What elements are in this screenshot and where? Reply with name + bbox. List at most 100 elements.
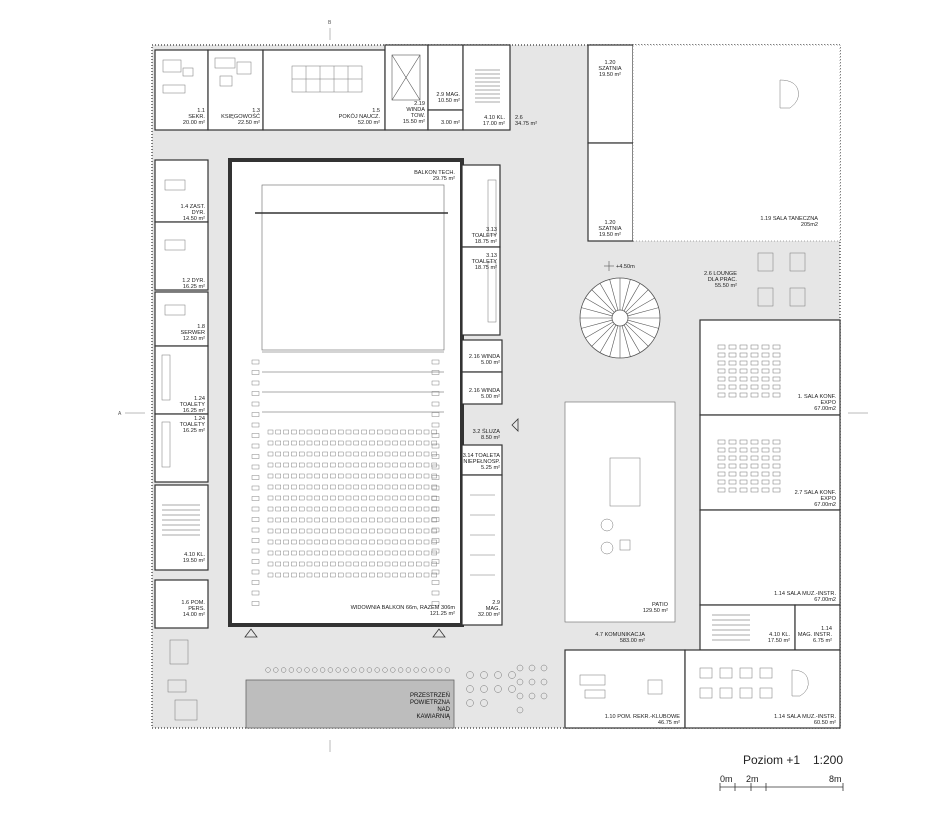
room-1-6-pom-pers	[154, 579, 209, 629]
patio	[564, 401, 676, 623]
conference-seats	[717, 344, 781, 493]
room-1-14-mag-instr	[794, 604, 841, 651]
label-level-mark: +4.50m	[616, 264, 635, 270]
lounge-tables	[757, 252, 806, 307]
room-1-sala-konf-expo	[699, 319, 841, 416]
room-3-13-toalety-b	[461, 246, 501, 336]
exit-triangle-right-icon	[432, 628, 446, 638]
room-1-8-serwer	[154, 291, 209, 347]
furniture-table-1-5	[291, 65, 363, 93]
stairs-left	[162, 504, 200, 536]
winda-tow-shaft	[391, 54, 421, 101]
room-1-4-zast-dyr	[154, 159, 209, 223]
furniture-klubowe	[579, 674, 663, 699]
patio-table	[609, 457, 641, 507]
label-balkon: BALKON TECH.29.75 m²	[414, 170, 455, 182]
room-1-20-szatnia-top	[587, 44, 634, 144]
patio-furniture	[600, 518, 631, 555]
drawing-level-title: Poziom +1	[743, 753, 800, 767]
room-1-14-sala-muz-instr	[699, 509, 841, 606]
room-3-14-toaleta	[461, 444, 503, 476]
label-4-10-top: 4.10 KL.17.00 m²	[483, 115, 506, 127]
exit-triangle-left-icon	[244, 628, 258, 638]
room-1-24-toalety-b	[154, 413, 209, 483]
room-4-10-kl-left	[154, 484, 209, 571]
room-1-20-szatnia-bottom	[587, 142, 634, 242]
room-1-24-toalety-a	[154, 345, 209, 415]
scale-bar-label-0: 0m	[720, 774, 733, 784]
auditorium-seats	[251, 359, 440, 606]
label-4-10-right: 4.10 KL.17.50 m²	[768, 632, 791, 644]
furniture-muz-bottom	[699, 667, 809, 699]
room-4-10-kl-top	[462, 44, 511, 131]
piano-icon	[779, 79, 799, 109]
label-4-10-left: 4.10 KL.19.50 m²	[183, 552, 206, 564]
level-mark-icon	[604, 261, 614, 271]
label-1-14-b: 1.14 SALA MUZ.-INSTR.60.50 m²	[774, 714, 836, 726]
label-1-2: 1.2 DYR.16.25 m²	[182, 278, 205, 290]
furniture-left	[161, 179, 186, 468]
furniture-toalety	[487, 179, 497, 323]
room-2-7-sala-konf-expo	[699, 414, 841, 511]
room-1-3-ksiegowosc	[207, 49, 264, 131]
section-mark-b: B	[328, 20, 332, 26]
room-1-19-sala-taneczna	[632, 44, 841, 242]
room-2-9-mag	[427, 44, 464, 111]
stairs-right	[712, 614, 750, 641]
room-1-14-sala-muz-instr-bottom	[684, 649, 841, 729]
room-2-9-mag-large	[461, 474, 503, 626]
label-1-4: 1.4 ZAST.DYR.14.50 m²	[180, 204, 205, 222]
void-over-cafe	[245, 679, 455, 729]
room-2-16-winda-a	[461, 339, 503, 373]
label-2-9-mag: 2.9 MAG.10.50 m²	[436, 92, 460, 104]
section-mark-a: A	[118, 411, 122, 417]
spiral-staircase	[579, 277, 661, 359]
scale-bar-label-8: 8m	[829, 774, 842, 784]
room-1-2-dyr	[154, 221, 209, 291]
seating-tiers	[262, 351, 444, 413]
room-1-5-pokoj-naucz	[262, 49, 386, 131]
room-1-10-pom-rekr-klubowe	[564, 649, 686, 729]
label-1-14-a: 1.14 SALA MUZ.-INSTR.67.00m2	[774, 591, 836, 603]
label-1-6: 1.6 POM.PERS.14.00 m²	[181, 600, 205, 618]
furniture-1-1	[162, 59, 194, 94]
furniture-1-3	[214, 57, 252, 87]
drawing-scale: 1:200	[813, 753, 843, 767]
scale-bar-label-2: 2m	[746, 774, 759, 784]
entrance-arrow-icon	[511, 418, 519, 432]
label-3-00: 3.00 m²	[441, 120, 460, 126]
auditorium-stage	[261, 184, 445, 351]
furniture-bottom-left	[167, 639, 198, 721]
room-3-13-toalety-a	[461, 164, 501, 248]
cafe-tables	[265, 664, 548, 714]
room-2-16-winda-b	[461, 371, 503, 405]
furniture-mag	[470, 494, 495, 576]
